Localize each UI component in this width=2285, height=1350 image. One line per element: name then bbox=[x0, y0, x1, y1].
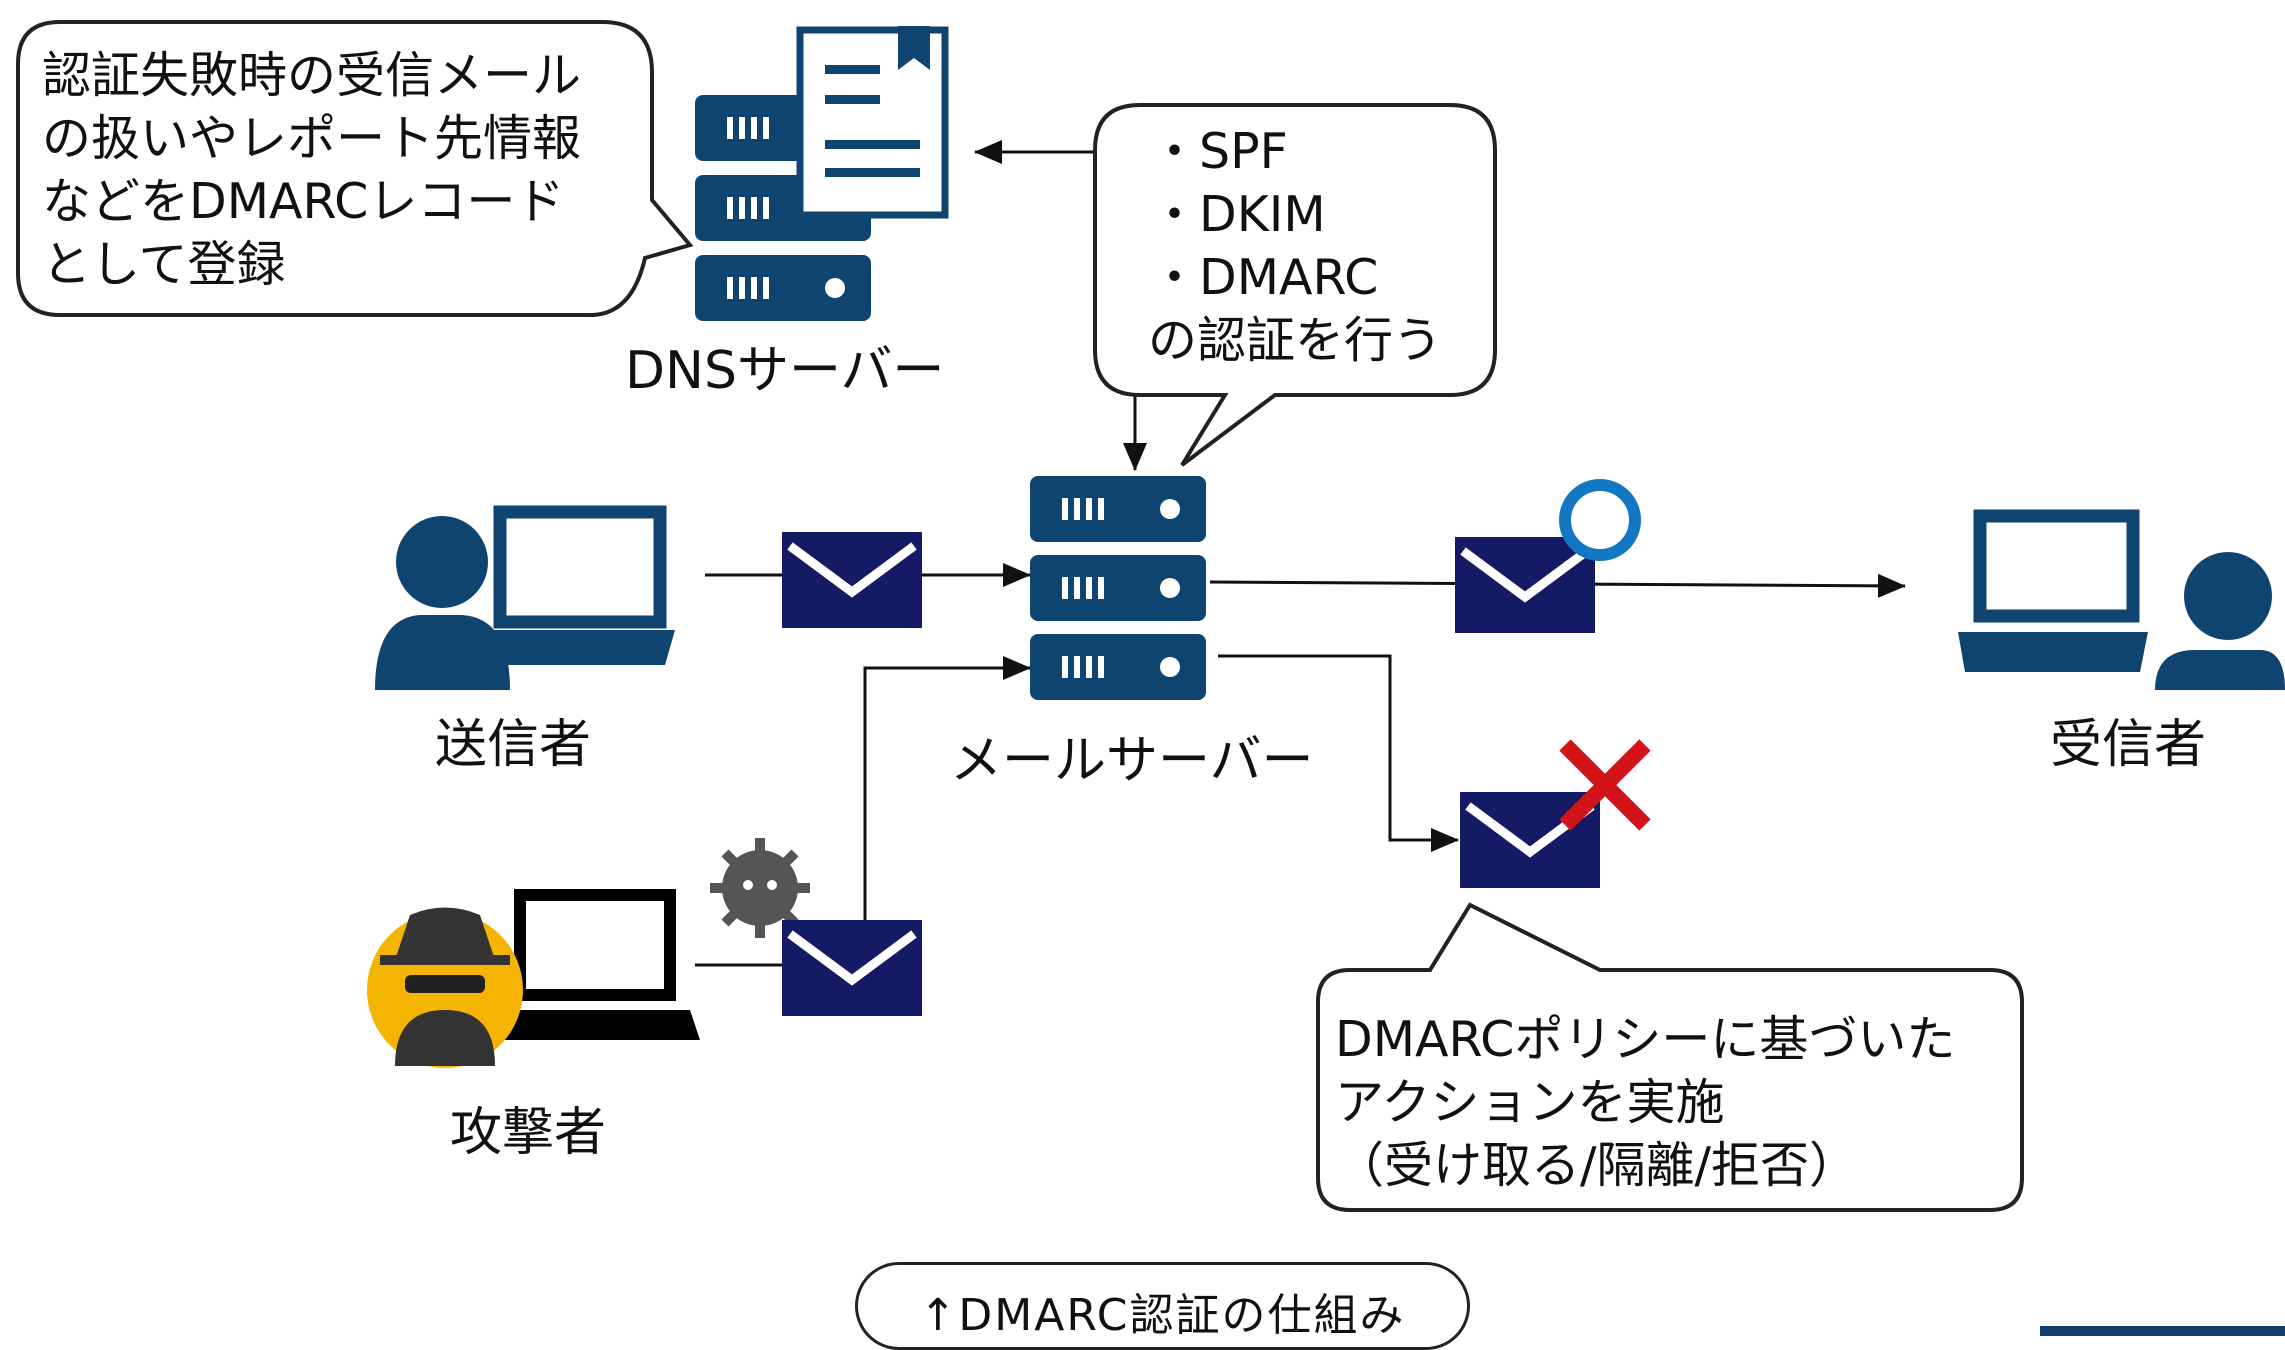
corner-bar bbox=[2040, 1326, 2285, 1336]
arrow-server-to-rejected bbox=[1218, 654, 1459, 852]
mail-server bbox=[1030, 476, 1206, 700]
virus-icon bbox=[710, 838, 810, 938]
auth-callout-line-4: の認証を行う bbox=[1148, 312, 1443, 369]
envelope-icon bbox=[782, 532, 922, 628]
policy-callout-line-1: DMARCポリシーに基づいた bbox=[1335, 1011, 1956, 1068]
sender-label: 送信者 bbox=[435, 715, 592, 775]
spy-laptop-icon bbox=[367, 889, 700, 1068]
user-laptop-icon bbox=[1958, 509, 2285, 690]
circle-ok-icon bbox=[1559, 479, 1641, 561]
user-laptop-icon bbox=[375, 505, 675, 690]
mail-server-label: メールサーバー bbox=[950, 731, 1314, 791]
sender bbox=[375, 505, 922, 690]
auth-callout-line-3: ・DMARC bbox=[1150, 249, 1379, 306]
attacker-label: 攻撃者 bbox=[450, 1103, 607, 1163]
receiver-label: 受信者 bbox=[2050, 715, 2207, 775]
dns-callout-line-2: の扱いやレポート先情報 bbox=[42, 110, 582, 167]
dns-callout-line-4: として登録 bbox=[42, 236, 286, 293]
arrow-attacker-to-server bbox=[695, 656, 1031, 967]
attacker bbox=[367, 838, 922, 1068]
cross-icon bbox=[1559, 739, 1651, 831]
dns-callout-line-1: 認証失敗時の受信メール bbox=[42, 47, 582, 104]
receiver bbox=[1958, 509, 2285, 690]
envelope-icon bbox=[782, 920, 922, 1016]
dns-server bbox=[695, 26, 949, 321]
document-bookmark-icon bbox=[796, 26, 949, 219]
rejected-mail bbox=[1460, 739, 1651, 888]
dns-callout-line-3: などをDMARCレコード bbox=[42, 173, 565, 230]
policy-callout bbox=[1316, 902, 2024, 1212]
auth-callout bbox=[1093, 103, 1497, 467]
caption: ↑DMARC認証の仕組み bbox=[919, 1290, 1406, 1341]
accepted-mail bbox=[1455, 479, 1641, 633]
policy-callout-line-3: （受け取る/隔離/拒否） bbox=[1335, 1137, 1859, 1194]
auth-callout-line-2: ・DKIM bbox=[1150, 186, 1326, 243]
dns-server-label: DNSサーバー bbox=[625, 341, 945, 401]
caption-box: ↑DMARC認証の仕組み bbox=[855, 1262, 1470, 1350]
auth-callout-line-1: ・SPF bbox=[1150, 123, 1288, 180]
server-stack-icon bbox=[1030, 476, 1206, 542]
dns-callout bbox=[16, 20, 694, 317]
policy-callout-line-2: アクションを実施 bbox=[1335, 1074, 1725, 1131]
